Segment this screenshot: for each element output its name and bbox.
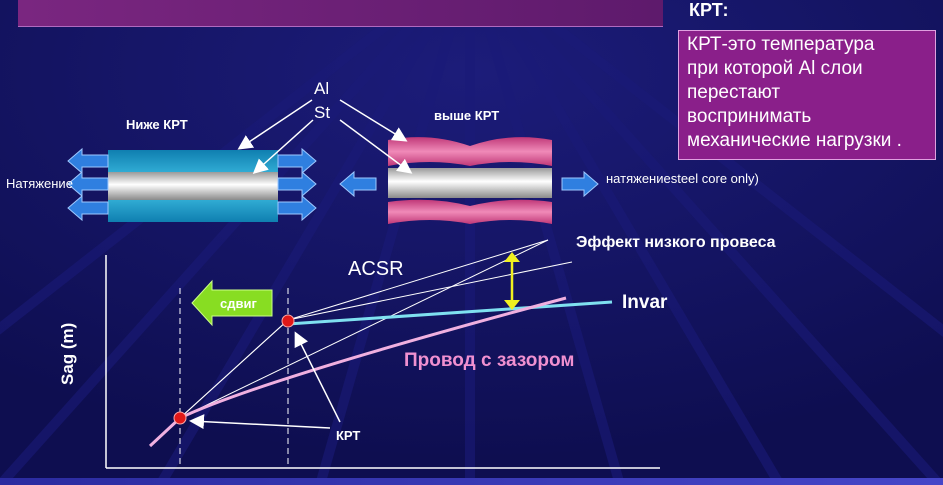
acsr-line: [179, 239, 549, 419]
label-tension-left: Натяжение: [6, 176, 73, 191]
conductor-below-krt: [108, 150, 278, 222]
sag-difference-arrow: [504, 252, 520, 310]
core-arrow-left: [339, 170, 377, 198]
krt-point-upper: [281, 314, 295, 328]
al-st-pointers: [237, 99, 413, 175]
info-line: КРТ-это температура: [687, 34, 875, 55]
label-low-sag-effect: Эффект низкого провеса: [576, 234, 776, 251]
shift-arrow: [191, 279, 273, 327]
acsr-lines: [179, 239, 573, 419]
core-arrow-right: [561, 170, 599, 198]
bottom-divider: [0, 478, 943, 485]
label-gap-conductor: Провод с зазором: [404, 350, 575, 371]
label-shift: сдвиг: [220, 296, 257, 311]
sag-axes: [105, 255, 660, 469]
label-al: Al: [314, 79, 330, 98]
label-krt: КРТ: [336, 428, 361, 443]
label-invar: Invar: [622, 292, 668, 313]
tension-arrows-right: [277, 147, 317, 222]
krt-point-lower: [173, 411, 187, 425]
info-line: механические нагрузки .: [687, 130, 902, 151]
title-bar: [18, 0, 663, 27]
gap-conductor-curve: [148, 296, 567, 448]
ylabel: Sag (m): [58, 322, 77, 385]
info-line: воспринимать: [687, 106, 812, 127]
krt-pointers: [189, 331, 341, 430]
label-below-krt: Ниже КРТ: [126, 117, 188, 132]
label-st: St: [314, 103, 331, 122]
invar-line: [287, 300, 613, 326]
label-tension-right: натяжениеsteel core only): [606, 171, 759, 186]
label-acsr: ACSR: [348, 258, 404, 280]
info-line: при которой Al слои: [687, 58, 863, 79]
info-line: перестают: [687, 82, 781, 103]
tension-arrows-left: [67, 147, 109, 222]
label-above-krt: выше КРТ: [434, 108, 500, 123]
side-title: КРТ:: [689, 0, 729, 20]
info-box: КРТ-это температура при которой Al слои …: [678, 30, 936, 160]
conductor-above-krt: [388, 137, 552, 224]
